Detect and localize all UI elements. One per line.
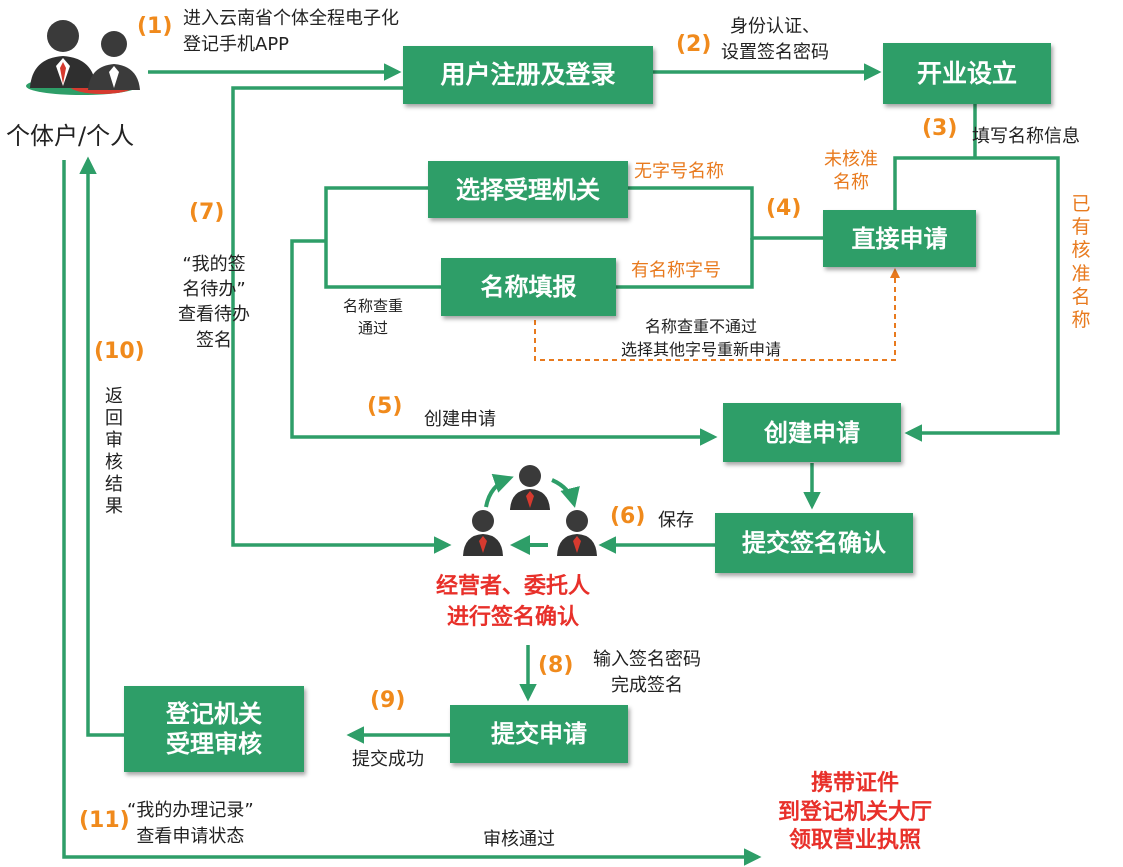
has-trade-name-label: 有名称字号 xyxy=(631,260,721,281)
step-8-text: 输入签名密码 完成签名 xyxy=(593,649,701,697)
step-5-text: 创建申请 xyxy=(424,409,496,430)
submit-apply-box[interactable]: 提交申请 xyxy=(450,705,628,763)
step-2-number: (2) xyxy=(676,32,712,57)
step-6-number: (6) xyxy=(610,504,646,529)
approved-name-label: 已有核准名称 xyxy=(1071,193,1091,331)
step-9-number: (9) xyxy=(370,688,406,713)
direct-apply-box[interactable]: 直接申请 xyxy=(823,210,976,267)
step-6-text: 保存 xyxy=(658,510,694,531)
step-10-number: (10) xyxy=(94,339,145,364)
step-4-number: (4) xyxy=(766,196,802,221)
choose-office-box[interactable]: 选择受理机关 xyxy=(428,161,628,218)
step-2-text: 身份认证、 设置签名密码 xyxy=(721,16,829,64)
actor-label: 个体户/个人 xyxy=(6,122,135,150)
step-9-text: 提交成功 xyxy=(352,749,424,770)
step-8-number: (8) xyxy=(538,653,574,678)
submit-sign-box[interactable]: 提交签名确认 xyxy=(715,513,913,573)
register-box[interactable]: 用户注册及登录 xyxy=(403,46,653,104)
create-apply-box[interactable]: 创建申请 xyxy=(723,403,901,462)
step-11-number: (11) xyxy=(79,808,130,833)
name-report-box[interactable]: 名称填报 xyxy=(441,258,616,316)
step-5-number: (5) xyxy=(367,394,403,419)
step-11-text: “我的办理记录” 查看申请状态 xyxy=(127,800,254,848)
review-box[interactable]: 登记机关 受理审核 xyxy=(124,686,304,772)
name-check-pass-label: 名称查重 通过 xyxy=(343,297,404,337)
no-trade-name-label: 无字号名称 xyxy=(634,161,724,182)
step-7-number: (7) xyxy=(189,200,225,225)
step-10-text: 返回审核结果 xyxy=(105,386,123,517)
review-pass-label: 审核通过 xyxy=(483,829,555,850)
signers-label: 经营者、委托人 进行签名确认 xyxy=(436,574,591,630)
final-label: 携带证件 到登记机关大厅 领取营业执照 xyxy=(778,771,933,854)
step-1-text: 进入云南省个体全程电子化 登记手机APP xyxy=(183,8,399,56)
unapproved-name-label: 未核准 名称 xyxy=(824,149,878,194)
step-3-text: 填写名称信息 xyxy=(972,126,1080,147)
step-7-text: “我的签 名待办” 查看待办 签名 xyxy=(178,254,250,351)
name-check-fail-label: 名称查重不通过 选择其他字号重新申请 xyxy=(621,317,782,360)
person-icon xyxy=(26,20,140,95)
step-3-number: (3) xyxy=(922,116,958,141)
step-1-number: (1) xyxy=(137,14,173,39)
setup-box[interactable]: 开业设立 xyxy=(883,43,1051,104)
signer-group-icon xyxy=(463,465,597,556)
